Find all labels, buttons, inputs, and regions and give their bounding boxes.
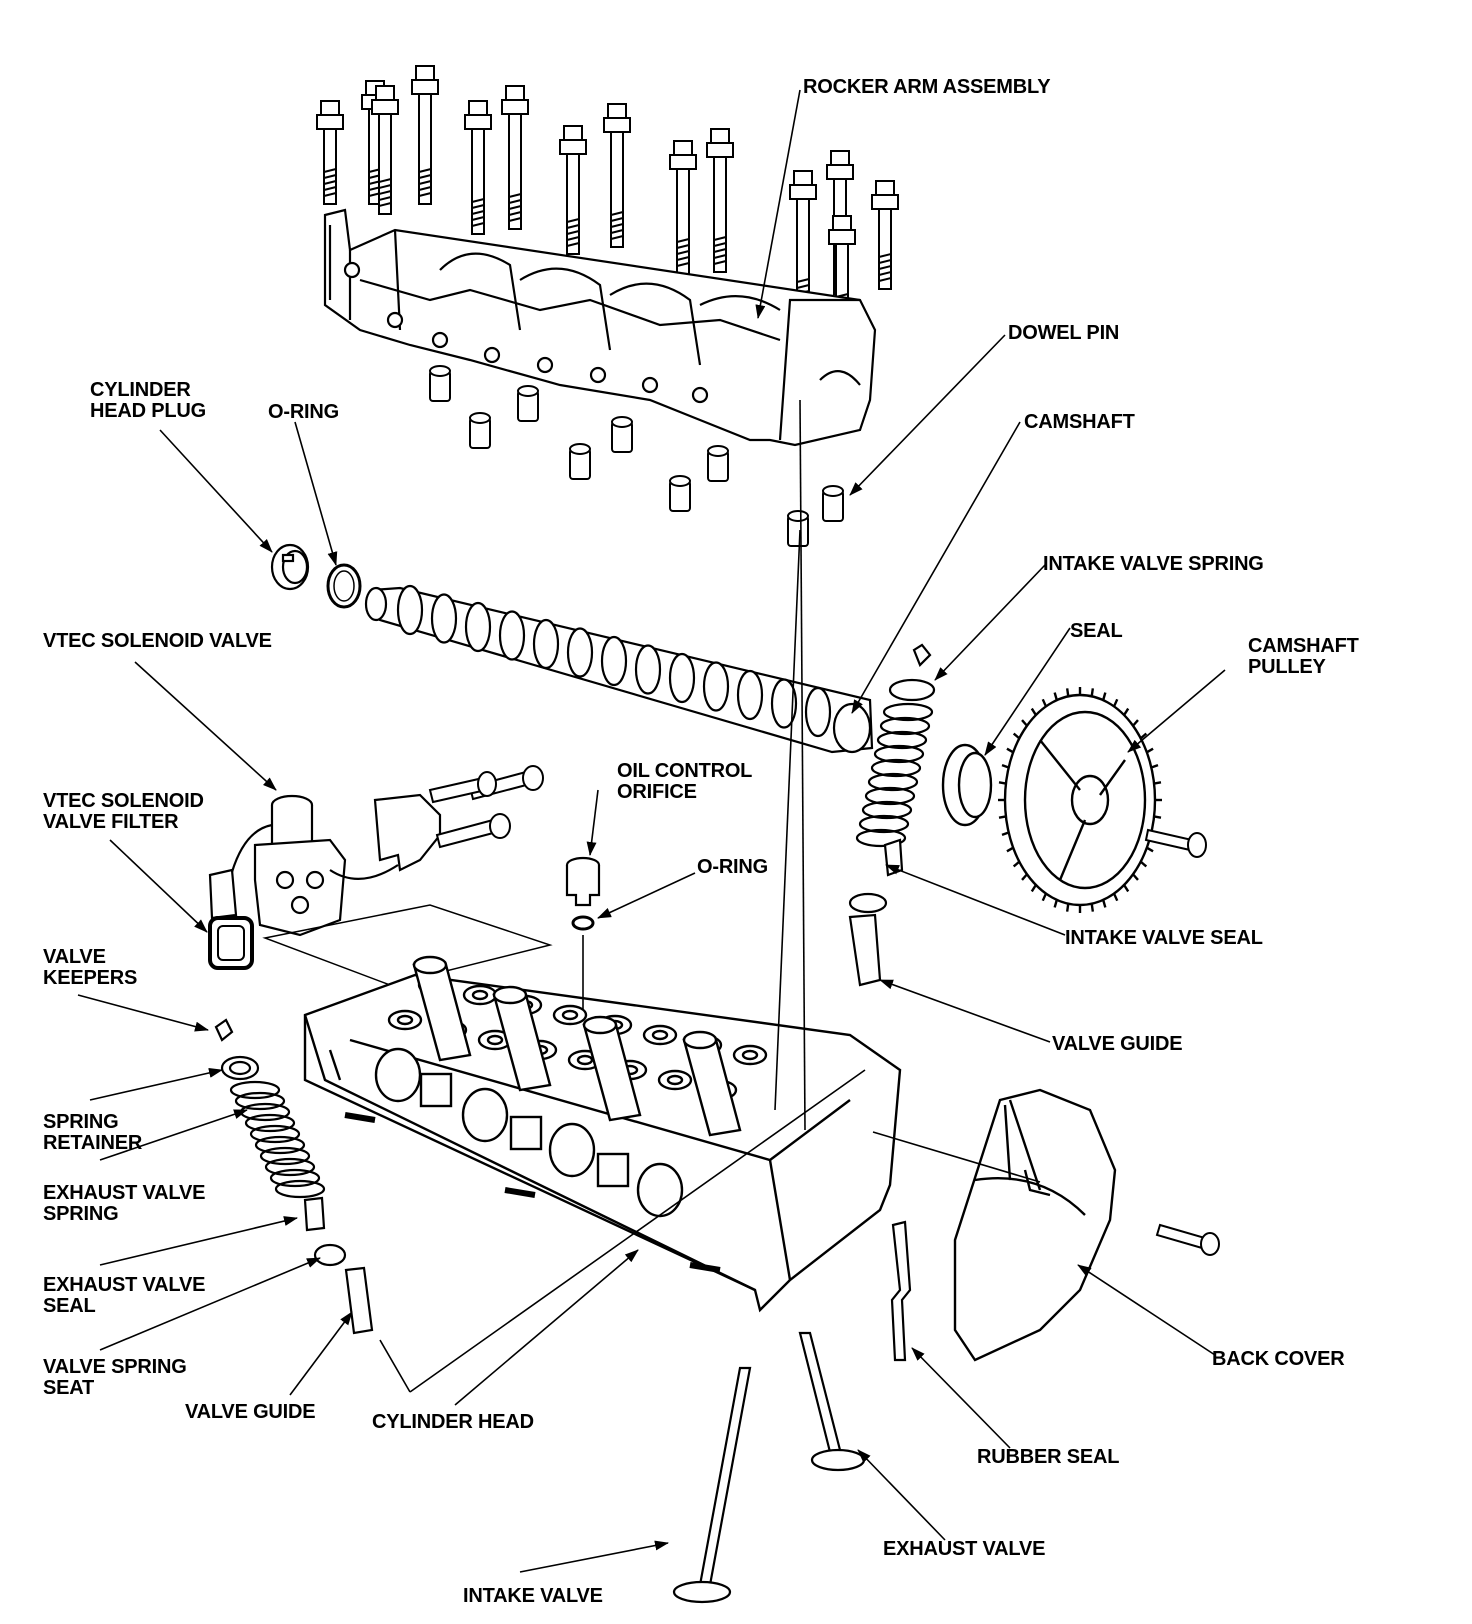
label-exhaust-valve-seal: EXHAUST VALVE SEAL (43, 1274, 206, 1317)
label-valve-keepers: VALVE KEEPERS (43, 946, 138, 989)
label-intake-valve: INTAKE VALVE (463, 1585, 603, 1607)
label-camshaft: CAMSHAFT (1024, 411, 1135, 433)
label-intake-valve-seal: INTAKE VALVE SEAL (1065, 927, 1263, 949)
label-dowel-pin: DOWEL PIN (1008, 322, 1120, 344)
dowel-pins-art (429, 365, 844, 547)
label-exhaust-valve: EXHAUST VALVE (883, 1538, 1046, 1560)
leader-lines (77, 89, 1226, 1573)
label-camshaft-pulley: CAMSHAFT PULLEY (1248, 635, 1359, 678)
label-o-ring-mid: O-RING (697, 856, 769, 878)
cylinder-head-plug-art (270, 543, 310, 591)
label-cylinder-head-plug: CYLINDER HEAD PLUG (90, 379, 206, 422)
label-back-cover: BACK COVER (1212, 1348, 1345, 1370)
label-seal: SEAL (1070, 620, 1123, 642)
label-spring-retainer: SPRING RETAINER (43, 1111, 143, 1154)
back-cover-bolt-art (1155, 1223, 1220, 1256)
label-valve-spring-seat: VALVE SPRING SEAT (43, 1356, 187, 1399)
rocker-bolts (316, 65, 899, 330)
solenoid-bolts-art (428, 765, 544, 849)
pulley-bolt-art (1144, 828, 1207, 858)
rubber-seal-art (890, 1220, 912, 1362)
intake-valve-art (672, 1366, 752, 1604)
cylinder-head-art (303, 955, 902, 1313)
label-valve-guide-left: VALVE GUIDE (185, 1401, 316, 1423)
label-exhaust-valve-spring: EXHAUST VALVE SPRING (43, 1182, 206, 1225)
label-intake-valve-spring: INTAKE VALVE SPRING (1043, 553, 1264, 575)
camshaft-art (364, 584, 874, 754)
label-vtec-solenoid-valve-filter: VTEC SOLENOID VALVE FILTER (43, 790, 204, 833)
solenoid-mount-outline (262, 904, 553, 986)
label-o-ring-top: O-RING (268, 401, 340, 423)
rocker-arm-assembly-art (323, 208, 877, 447)
seal-art (941, 743, 993, 827)
label-rocker-arm-assembly: ROCKER ARM ASSEMBLY (803, 76, 1051, 98)
camshaft-pulley-art (998, 687, 1162, 913)
vtec-solenoid-art (208, 793, 442, 937)
label-vtec-solenoid-valve: VTEC SOLENOID VALVE (43, 630, 272, 652)
solenoid-filter-art (208, 916, 254, 970)
label-cylinder-head: CYLINDER HEAD (372, 1411, 534, 1433)
exhaust-valve-art (798, 1331, 866, 1472)
o-ring-top-art (326, 563, 362, 609)
back-cover-art (953, 1088, 1117, 1362)
label-oil-control-orifice: OIL CONTROL ORIFICE (617, 760, 753, 803)
intake-valve-spring-art (848, 643, 936, 987)
label-rubber-seal: RUBBER SEAL (977, 1446, 1120, 1468)
o-ring-mid-art (571, 915, 595, 931)
label-valve-guide-right: VALVE GUIDE (1052, 1033, 1183, 1055)
oil-control-orifice-art (565, 856, 601, 907)
